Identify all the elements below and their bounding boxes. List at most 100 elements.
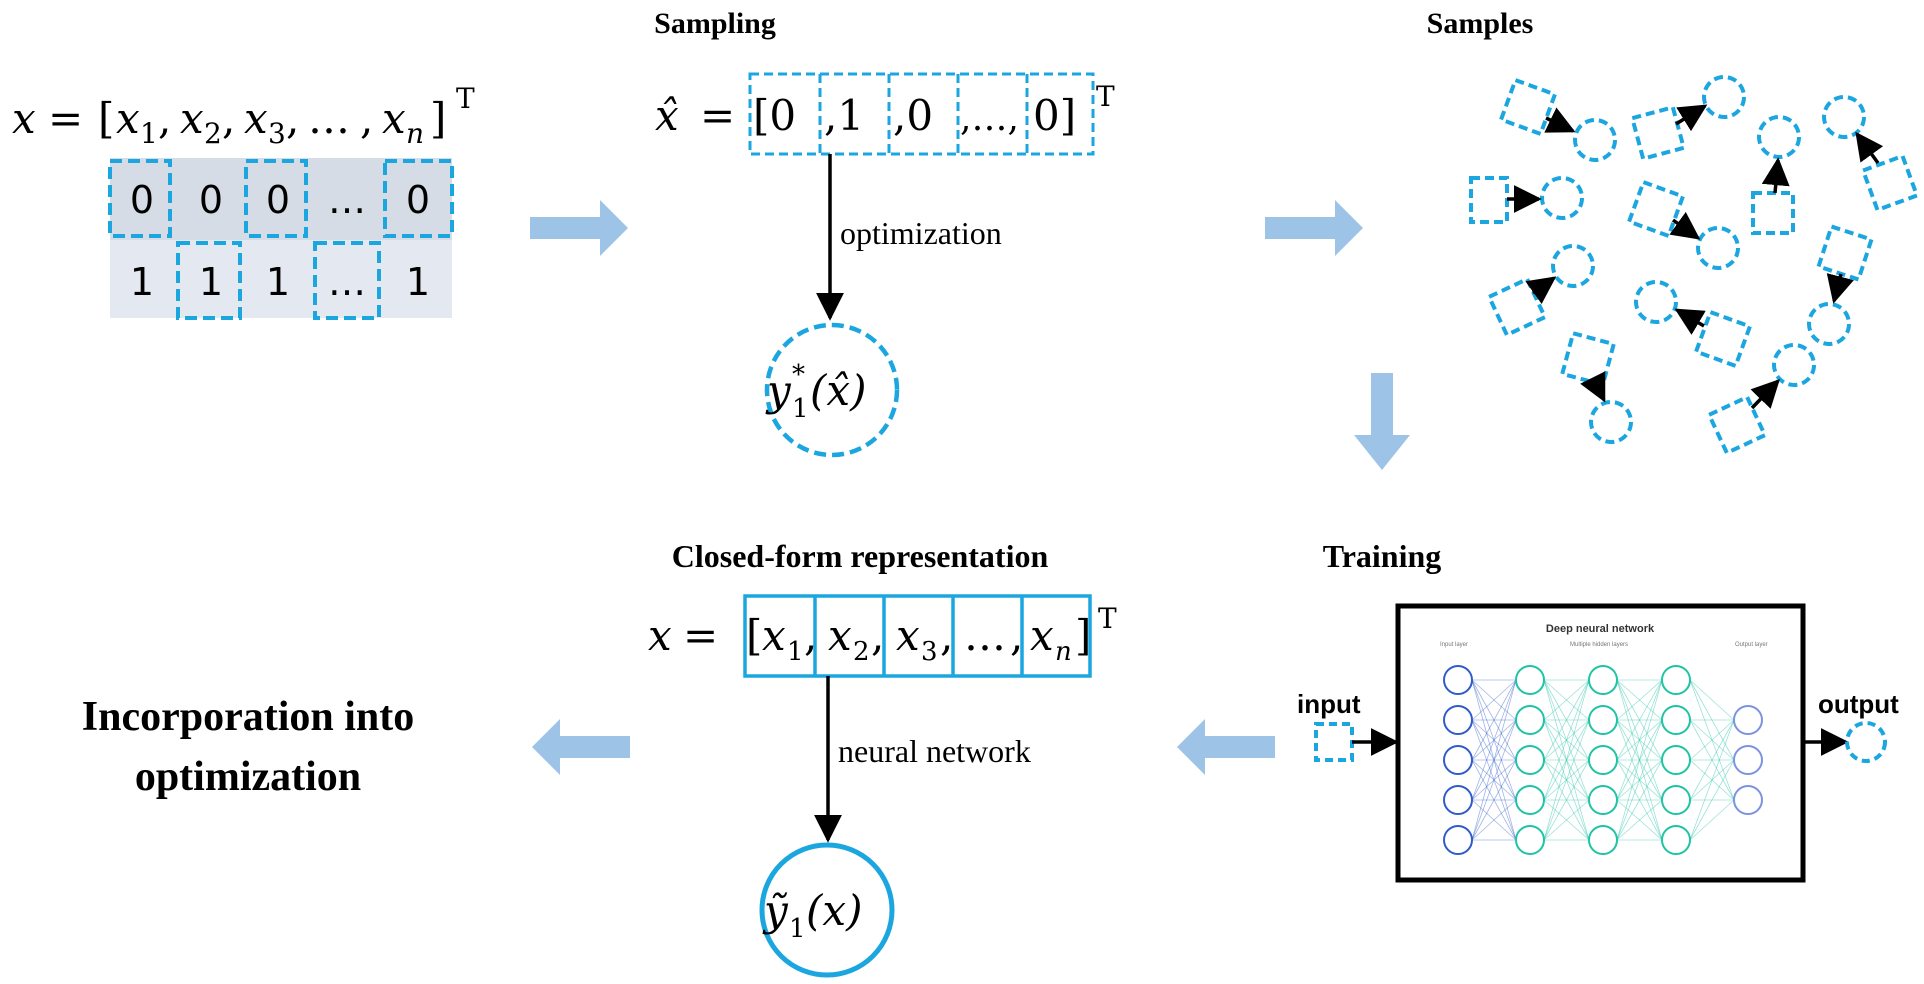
nn-edge	[1543, 679, 1590, 841]
y-tilde-sub: 1	[789, 914, 806, 944]
nn-node	[1515, 705, 1545, 735]
sampled-item-3: ,0	[893, 91, 933, 140]
vector-x-sub-3: 3	[268, 117, 286, 150]
flow-arrow-2	[1265, 200, 1363, 256]
nn-node	[1661, 825, 1691, 855]
y-star-sup: *	[792, 360, 805, 390]
nn-node	[1443, 665, 1473, 695]
nn-edge	[1543, 679, 1590, 801]
nn-edge	[1616, 719, 1663, 801]
samples-cluster	[1469, 75, 1920, 456]
nn-node	[1515, 745, 1545, 775]
closed-comma-4: ,	[1010, 611, 1023, 660]
title-samples: Samples	[1427, 7, 1534, 40]
vector-x-top: x = [ x 1 , x 2 , x 3 , … , x n ] T	[12, 82, 475, 150]
nn-node	[1443, 705, 1473, 735]
nn-edge	[1543, 679, 1590, 721]
sample-arrow	[1669, 211, 1701, 240]
vector-x-open: [	[98, 94, 114, 143]
nn-edge	[1616, 679, 1663, 841]
sample-circle	[1807, 302, 1851, 346]
nn-edge	[1616, 759, 1663, 841]
y-star-node: y 1 * (x̂)	[764, 322, 900, 458]
incorporation-line2: optimization	[135, 754, 361, 800]
nn-edge	[1543, 799, 1590, 841]
nn-edge	[1543, 679, 1590, 841]
neural-network-label: neural network	[838, 733, 1031, 769]
title-training: Training	[1323, 538, 1442, 574]
nn-edge	[1543, 759, 1590, 801]
nn-edge	[1471, 719, 1517, 801]
closed-comma-2: ,	[871, 611, 884, 660]
flow-arrow-4	[1177, 719, 1275, 775]
sample-arrow	[1544, 107, 1576, 133]
nn-edge	[1471, 799, 1517, 841]
sample-square	[1693, 309, 1753, 369]
table-r1c1: 1	[199, 260, 223, 304]
nn-edge	[1689, 719, 1735, 761]
optimization-label: optimization	[840, 215, 1002, 251]
sampled-item-4: ,…,	[960, 98, 1019, 139]
sampled-vector: x̂ = [0 ,1 ,0 ,…, 0] T	[655, 72, 1115, 156]
sample-arrow	[1826, 273, 1854, 304]
nn-hidden-label: Multiple hidden layers	[1570, 642, 1628, 648]
input-label: input	[1297, 689, 1361, 719]
nn-node	[1515, 785, 1545, 815]
sample-square	[1469, 176, 1509, 224]
nn-edge	[1543, 719, 1590, 801]
nn-node	[1443, 825, 1473, 855]
sample-square	[1629, 104, 1687, 162]
table-r1c0: 1	[130, 260, 154, 304]
nn-edge	[1689, 719, 1735, 841]
table-box-r1c3	[313, 241, 381, 320]
nn-input-layer-label: Input layer	[1440, 642, 1468, 648]
vector-x-sub-5: n	[406, 117, 424, 150]
nn-thumbnail: Deep neural network Input layer Multiple…	[1440, 623, 1768, 855]
closed-item-3: x	[896, 611, 920, 660]
sample-square	[1816, 224, 1874, 282]
nn-node	[1733, 705, 1763, 735]
closed-open: [	[746, 611, 762, 660]
sampled-item-2: ,1	[824, 91, 864, 140]
nn-edge	[1543, 679, 1590, 761]
vector-x-comma-3: ,	[286, 94, 299, 143]
y-star-y: y	[765, 366, 792, 415]
nn-edge	[1471, 759, 1517, 801]
nn-node	[1661, 665, 1691, 695]
nn-edge	[1616, 799, 1663, 841]
vector-x-sub-2: 2	[204, 117, 222, 150]
nn-edge	[1471, 679, 1517, 801]
vector-x-item-4: …	[308, 94, 350, 143]
y-tilde-circle	[759, 842, 895, 978]
nn-edge	[1689, 719, 1735, 801]
sampled-transpose: T	[1096, 80, 1115, 113]
flow-arrow-3	[1354, 373, 1410, 470]
table-r1c2: 1	[266, 260, 290, 304]
nn-edge	[1471, 719, 1517, 801]
vector-x-comma-1: ,	[158, 94, 171, 143]
closed-item-4: …	[964, 611, 1006, 660]
table-r0c1: 0	[199, 178, 223, 222]
nn-edge	[1616, 799, 1663, 841]
table-r0c4: 0	[406, 178, 430, 222]
closed-item-1: x	[762, 611, 786, 660]
nn-node	[1661, 745, 1691, 775]
nn-edge	[1543, 759, 1590, 801]
sample-square	[1498, 77, 1558, 137]
vector-x-lhs: x	[12, 94, 36, 143]
nn-edge	[1616, 759, 1663, 841]
y-star-circle	[764, 322, 900, 458]
output-circle	[1845, 721, 1887, 763]
nn-edge	[1543, 719, 1590, 801]
nn-edge	[1689, 759, 1735, 801]
sample-circle	[1822, 95, 1866, 139]
table-box-r1c1	[176, 241, 242, 320]
nn-edge	[1471, 719, 1517, 841]
nn-edge	[1616, 679, 1663, 761]
closed-form-vector: x = [ x 1 , x 2 , x 3 , … , x n ] T	[648, 594, 1117, 678]
nn-edge	[1616, 679, 1663, 721]
sample-circle	[1696, 226, 1740, 270]
nn-edges	[1471, 679, 1735, 841]
table-box-r0c2	[244, 159, 308, 238]
nn-node	[1661, 705, 1691, 735]
